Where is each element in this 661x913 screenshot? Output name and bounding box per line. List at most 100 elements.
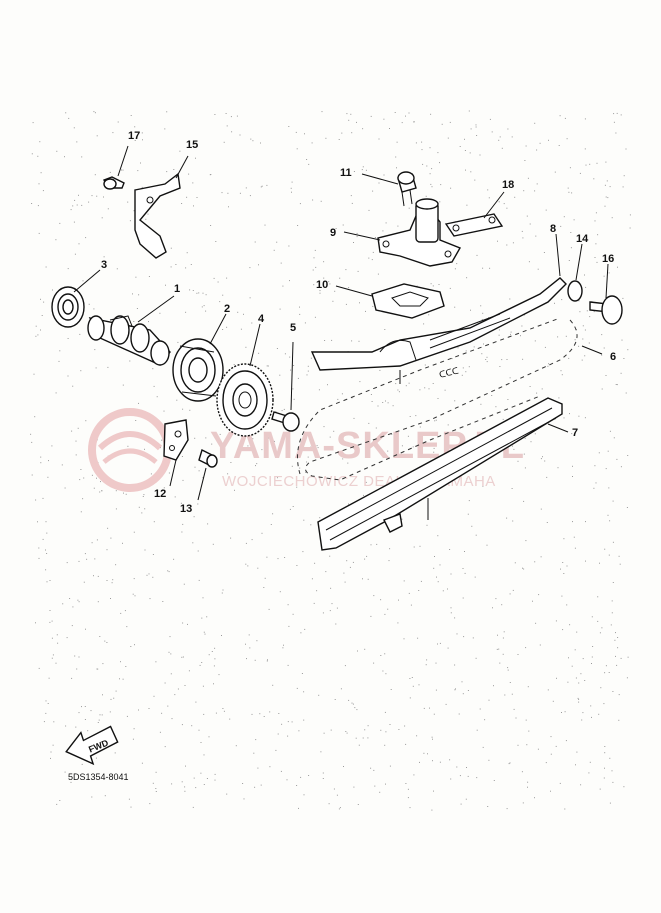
speckle-dot	[37, 521, 38, 523]
speckle-dot	[398, 729, 400, 730]
speckle-dot	[342, 458, 344, 460]
speckle-dot	[373, 769, 375, 771]
speckle-dot	[571, 192, 573, 194]
speckle-dot	[95, 367, 97, 369]
speckle-dot	[596, 162, 598, 164]
speckle-dot	[353, 171, 355, 172]
speckle-dot	[345, 303, 347, 305]
speckle-dot	[202, 292, 204, 294]
speckle-dot	[493, 780, 495, 781]
speckle-dot	[177, 341, 179, 343]
speckle-dot	[335, 623, 337, 625]
speckle-dot	[396, 167, 397, 169]
speckle-dot	[81, 204, 83, 206]
speckle-dot	[419, 761, 420, 763]
speckle-dot	[476, 254, 478, 256]
speckle-dot	[609, 520, 611, 522]
speckle-dot	[120, 612, 122, 614]
speckle-dot	[514, 196, 516, 198]
speckle-dot	[433, 451, 435, 453]
speckle-dot	[193, 777, 195, 779]
speckle-dot	[370, 544, 372, 546]
speckle-dot	[171, 718, 173, 720]
callout-18: 18	[502, 179, 514, 191]
speckle-dot	[356, 709, 358, 711]
speckle-dot	[534, 340, 536, 342]
speckle-dot	[59, 222, 61, 224]
speckle-dot	[566, 604, 568, 606]
speckle-dot	[459, 146, 461, 147]
speckle-dot	[66, 562, 68, 564]
speckle-dot	[397, 389, 399, 391]
speckle-dot	[155, 791, 157, 792]
speckle-dot	[259, 713, 261, 715]
speckle-dot	[342, 224, 344, 226]
speckle-dot	[480, 403, 482, 405]
speckle-dot	[200, 772, 202, 774]
speckle-dot	[67, 375, 69, 377]
speckle-dot	[42, 497, 44, 499]
speckle-dot	[215, 712, 217, 714]
speckle-dot	[487, 806, 489, 807]
speckle-dot	[526, 215, 528, 217]
speckle-dot	[96, 539, 98, 541]
speckle-dot	[174, 694, 176, 696]
speckle-dot	[185, 267, 187, 269]
speckle-dot	[182, 656, 184, 658]
speckle-dot	[267, 365, 269, 367]
speckle-dot	[479, 154, 481, 156]
speckle-dot	[584, 148, 586, 150]
speckle-dot	[56, 150, 58, 152]
speckle-dot	[93, 487, 95, 489]
speckle-dot	[396, 440, 397, 442]
speckle-dot	[407, 435, 409, 437]
speckle-dot	[338, 808, 340, 810]
speckle-dot	[468, 500, 470, 502]
speckle-dot	[296, 785, 298, 786]
speckle-dot	[83, 581, 85, 583]
speckle-dot	[419, 545, 421, 547]
speckle-dot	[97, 575, 99, 577]
speckle-dot	[73, 127, 75, 129]
speckle-dot	[307, 456, 309, 458]
speckle-dot	[349, 566, 351, 568]
speckle-dot	[616, 112, 618, 114]
speckle-dot	[534, 122, 536, 124]
speckle-dot	[188, 670, 190, 672]
callout-10: 10	[316, 279, 328, 291]
speckle-dot	[81, 706, 82, 708]
speckle-dot	[153, 521, 155, 523]
speckle-dot	[462, 568, 464, 569]
speckle-dot	[38, 183, 40, 185]
speckle-dot	[213, 665, 215, 667]
speckle-dot	[296, 687, 298, 689]
speckle-dot	[351, 132, 353, 134]
speckle-dot	[366, 555, 368, 557]
speckle-dot	[538, 594, 540, 596]
speckle-dot	[385, 673, 387, 675]
speckle-dot	[319, 292, 321, 294]
speckle-dot	[297, 225, 299, 226]
speckle-dot	[81, 156, 83, 158]
speckle-dot	[410, 604, 412, 606]
speckle-dot	[512, 589, 514, 591]
speckle-dot	[569, 624, 571, 626]
speckle-dot	[249, 297, 251, 299]
speckle-dot	[82, 280, 84, 282]
speckle-dot	[526, 744, 528, 746]
speckle-dot	[77, 427, 79, 429]
speckle-dot	[380, 655, 382, 656]
speckle-dot	[323, 426, 325, 428]
speckle-dot	[353, 242, 354, 243]
speckle-dot	[179, 150, 181, 152]
speckle-dot	[202, 477, 204, 479]
speckle-dot	[474, 576, 476, 578]
speckle-dot	[377, 405, 379, 407]
speckle-dot	[605, 196, 607, 198]
diagram-code: 5DS1354-8041	[68, 772, 129, 782]
speckle-dot	[94, 112, 96, 114]
speckle-dot	[35, 325, 37, 327]
speckle-dot	[245, 542, 247, 544]
speckle-dot	[182, 408, 184, 410]
speckle-dot	[208, 654, 210, 656]
